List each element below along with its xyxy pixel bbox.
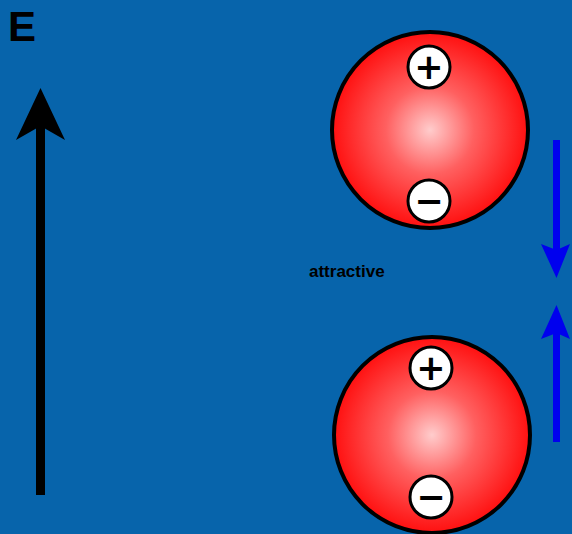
charge-ring	[410, 347, 452, 389]
charge-ring	[410, 476, 452, 518]
field-arrow	[16, 88, 65, 495]
charge-ring	[408, 46, 450, 88]
charge-sign: +	[407, 45, 451, 89]
charged-sphere: +−	[329, 29, 531, 231]
charge-sign: +	[409, 346, 453, 390]
force-arrow-up	[541, 305, 570, 442]
charged-sphere: +−	[331, 334, 533, 534]
sphere-body	[332, 32, 528, 228]
charge-sign: −	[407, 179, 451, 223]
charge-ring	[408, 180, 450, 222]
sphere-body	[334, 337, 530, 533]
force-arrow-down	[541, 140, 570, 278]
charge-sign: −	[409, 475, 453, 519]
field-label: E	[8, 3, 36, 51]
effect-label: attractive	[309, 262, 385, 282]
